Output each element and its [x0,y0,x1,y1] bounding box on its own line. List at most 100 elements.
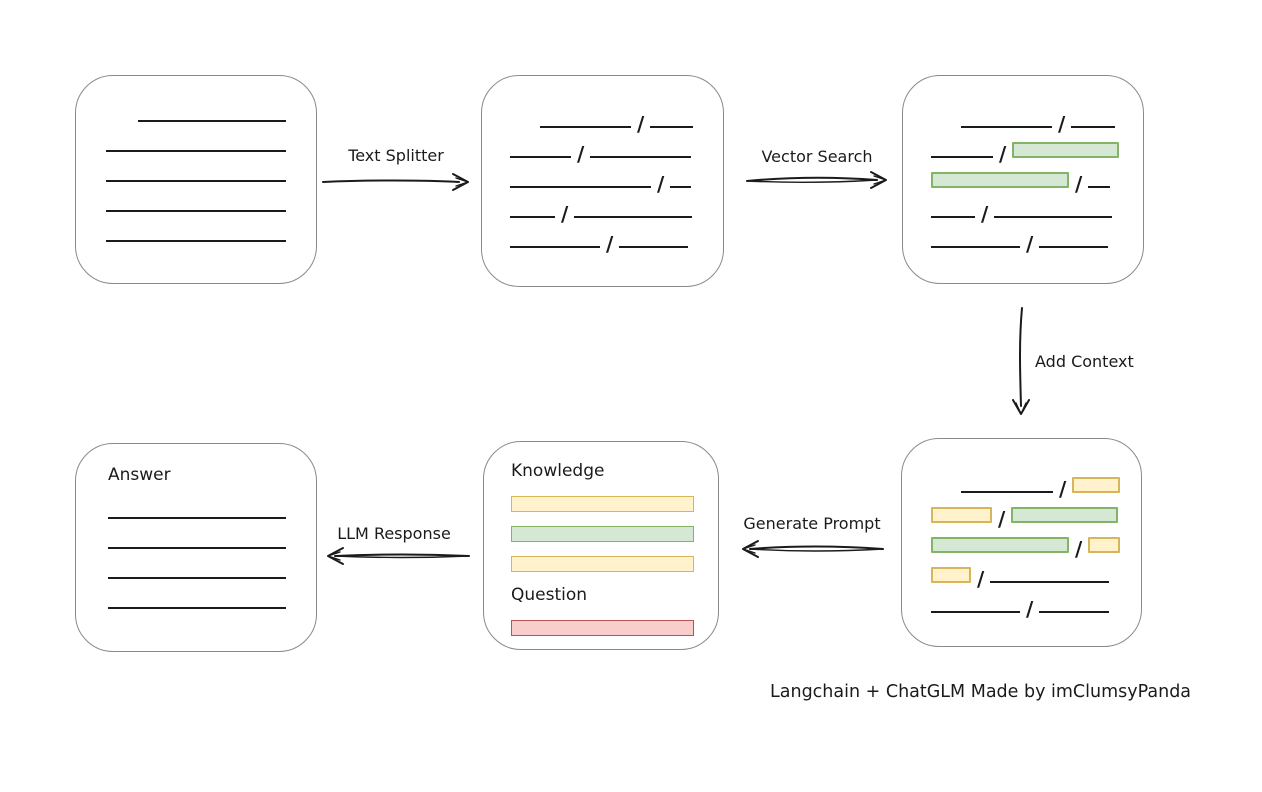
text-row: / [931,583,1141,621]
text-line [590,156,692,158]
generate-prompt-label: Generate Prompt [743,514,881,533]
text-line [961,126,1052,128]
green-chunk-chip [1012,142,1120,158]
text-line [510,216,555,218]
text-row: / [510,128,723,166]
text-splitter-arrow [322,173,469,191]
text-line [574,216,693,218]
text-line [1071,126,1116,128]
slash-separator: / [981,202,989,226]
text-row: / [931,493,1141,531]
text-row [106,182,316,212]
text-line [650,126,694,128]
text-row: / [510,218,723,256]
text-line [106,210,286,212]
slash-separator: / [1026,597,1034,621]
add-context-label: Add Context [1035,352,1134,371]
slash-separator: / [1058,112,1066,136]
text-line [1039,246,1109,248]
slash-separator: / [577,142,585,166]
text-line [961,491,1053,493]
text-row [106,152,316,182]
context-chunk-lines: / / / / / [902,439,1141,621]
text-line [106,180,286,182]
text-line [106,240,286,242]
slash-separator: / [1026,232,1034,256]
text-line [510,186,651,188]
matched-chunk-lines: / / / / / [903,76,1143,256]
text-row: / [931,523,1141,561]
slash-separator: / [977,567,985,591]
yellow-chunk-chip [931,567,971,583]
text-line [138,120,286,122]
text-row: / [931,128,1143,166]
text-row: / [510,158,723,196]
llm-response-arrow [327,547,470,565]
section-title: Question [511,585,588,605]
generate-prompt-arrow [742,540,884,558]
slash-separator: / [1075,537,1083,561]
answer-lines [108,489,316,609]
split-chunks-box: ///// [481,75,724,287]
context-chunks-box: / / / / / [901,438,1142,647]
text-line [994,216,1113,218]
slash-separator: / [998,507,1006,531]
vector-search-arrow [746,171,887,189]
section-title: Knowledge [511,461,605,481]
yellow-chunk-chip [1072,477,1121,493]
text-row: / [931,98,1143,136]
credit-caption: Langchain + ChatGLM Made by imClumsyPand… [770,682,1192,702]
answer-line [108,549,286,579]
text-line [931,156,993,158]
slash-separator: / [637,112,645,136]
chunk-lines: ///// [482,76,723,256]
text-row: / [931,188,1143,226]
green-chunk-chip [931,537,1069,553]
text-line [619,246,689,248]
slash-separator: / [606,232,614,256]
yellow-chunk-chip [931,507,992,523]
answer-box: Answer [75,443,317,652]
document-lines [76,76,316,242]
yellow-bar [511,496,694,512]
vector-matches-box: / / / / / [902,75,1144,284]
text-line [1039,611,1110,613]
slash-separator: / [1075,172,1083,196]
text-line [990,581,1110,583]
yellow-chunk-chip [1088,537,1121,553]
text-row: / [931,463,1141,501]
green-chunk-chip [1011,507,1119,523]
text-line [1088,186,1111,188]
yellow-bar [511,556,694,572]
source-document-box [75,75,317,284]
green-bar [511,526,694,542]
text-row: / [931,218,1143,256]
answer-line [108,579,286,609]
slash-separator: / [999,142,1007,166]
text-line [670,186,692,188]
llm-response-label: LLM Response [337,524,451,543]
text-row: / [510,98,723,136]
slash-separator: / [657,172,665,196]
answer-line [108,489,286,519]
text-row: / [931,553,1141,591]
text-line [931,611,1020,613]
text-row [106,212,316,242]
green-chunk-chip [931,172,1069,188]
text-line [931,216,975,218]
text-line [931,246,1020,248]
slash-separator: / [1059,477,1067,501]
text-line [106,150,286,152]
text-row [106,92,316,122]
text-splitter-label: Text Splitter [348,146,444,165]
text-row: / [510,188,723,224]
text-line [510,156,571,158]
red-bar [511,620,694,636]
answer-title: Answer [108,465,171,485]
answer-content: Answer [76,444,316,609]
vector-search-label: Vector Search [761,147,873,166]
text-row [106,122,316,152]
